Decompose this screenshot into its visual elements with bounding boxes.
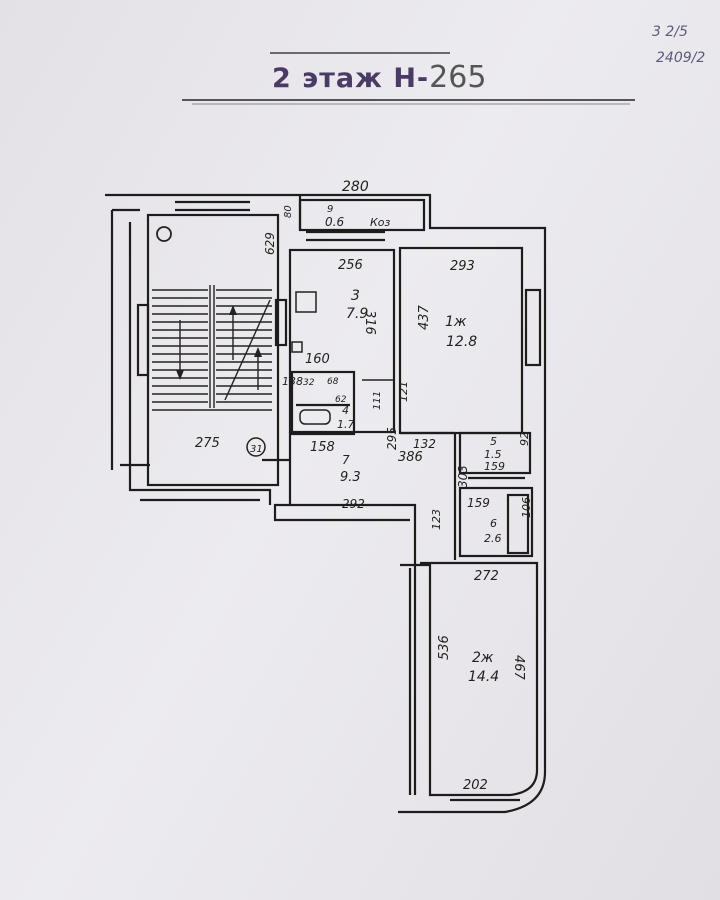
label-wc-area: 1.5 xyxy=(484,448,502,461)
stair-arrows xyxy=(176,305,262,390)
label-bath-dim-b: 111 xyxy=(372,391,383,410)
label-hall-width-mid: 386 xyxy=(398,450,423,465)
label-room1-number: 1ж xyxy=(445,314,467,330)
label-kitchen-area: 7.9 xyxy=(346,306,368,322)
label-bath-inner: 32 xyxy=(303,378,315,388)
label-hall-dim-123: 123 xyxy=(430,509,443,530)
label-room1-width: 293 xyxy=(450,259,475,274)
label-hall-height: 295 xyxy=(385,427,399,450)
label-bath-width: 160 xyxy=(305,352,330,367)
label-bath2-number: 6 xyxy=(490,517,497,530)
label-storage-side: 80 xyxy=(283,205,294,218)
stair-circle-icon xyxy=(156,226,172,242)
label-hall-dim-303: 303 xyxy=(456,465,470,488)
corner-note-bottom: 2409/2 xyxy=(656,50,706,66)
label-hall-dim-121: 121 xyxy=(397,381,410,402)
stair-steps xyxy=(152,285,272,411)
label-bath-code: 68 xyxy=(327,377,339,387)
label-bath2-area: 2.6 xyxy=(484,532,502,545)
label-top-width: 280 xyxy=(342,179,369,195)
bathtub-icon xyxy=(299,409,331,425)
label-room2-area: 14.4 xyxy=(468,669,499,685)
stamp-title: 2 этаж Н- xyxy=(272,63,430,94)
label-wc-width: 159 xyxy=(484,460,505,473)
label-kitchen-width: 256 xyxy=(338,258,363,273)
label-hall-dim-132: 132 xyxy=(413,437,436,451)
label-bath-area: 1.7 xyxy=(337,418,355,431)
sink-icon xyxy=(291,341,303,353)
label-stair-side: 629 xyxy=(263,232,277,255)
label-hall-number: 7 xyxy=(342,453,350,467)
label-room1-area: 12.8 xyxy=(446,334,477,350)
label-storage-area: 0.6 xyxy=(325,215,344,229)
label-bath-num-b: 62 xyxy=(335,395,347,405)
stair-mark-circle xyxy=(246,437,266,457)
label-hall-width-bottom: 292 xyxy=(342,497,365,511)
label-stair-bottom: 275 xyxy=(195,436,220,451)
label-room1-height: 437 xyxy=(417,304,432,330)
stove-icon xyxy=(295,291,317,313)
label-storage-number: 9 xyxy=(327,204,333,215)
corner-note-top: 3 2/5 xyxy=(652,24,688,40)
plan-labels: 280 80 9 0.6 Коз 256 3 7.9 316 293 1ж 12… xyxy=(195,179,533,793)
label-room2-number: 2ж xyxy=(472,650,494,666)
label-storage-type: Коз xyxy=(370,216,391,229)
label-room2-height-right: 467 xyxy=(511,655,526,681)
label-bath-number: 4 xyxy=(342,404,349,417)
label-kitchen-number: 3 xyxy=(351,288,360,304)
walls xyxy=(105,193,547,814)
label-hall-width-top: 158 xyxy=(310,440,335,455)
label-room2-width-bottom: 202 xyxy=(463,778,488,793)
label-stair-mark: 31 xyxy=(250,444,263,455)
label-hall-area: 9.3 xyxy=(340,470,361,485)
label-room2-height-left: 536 xyxy=(437,635,452,660)
label-wc-number: 5 xyxy=(490,435,497,448)
label-bath-height: 138 xyxy=(282,375,303,388)
label-bath2-width: 159 xyxy=(467,496,490,510)
label-room2-width-top: 272 xyxy=(474,569,499,584)
label-wc-height: 92 xyxy=(518,432,531,446)
stamp-number: 265 xyxy=(429,60,487,95)
label-bath2-height: 106 xyxy=(520,497,533,518)
label-kitchen-height: 316 xyxy=(362,310,377,335)
floor-stamp: 2 этаж Н-265 xyxy=(272,60,486,95)
